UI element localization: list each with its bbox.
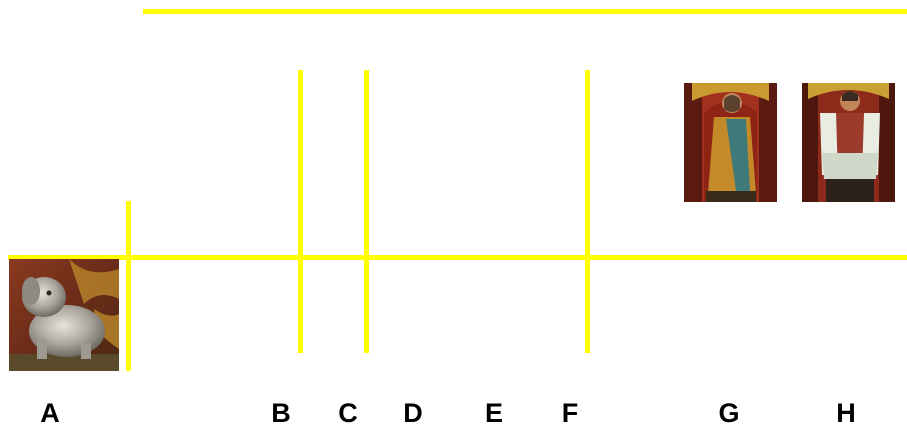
label-g: G <box>709 393 749 433</box>
saint-statue-g-image <box>684 83 777 202</box>
dog-sculpture-image <box>9 259 119 371</box>
label-c: C <box>328 393 368 433</box>
label-f: F <box>550 393 590 433</box>
top-horizontal-line <box>143 9 907 14</box>
label-h: H <box>826 393 866 433</box>
label-a: A <box>30 393 70 433</box>
vertical-marker-c <box>364 70 369 353</box>
label-d: D <box>393 393 433 433</box>
label-b: B <box>261 393 301 433</box>
vertical-marker-f <box>585 70 590 353</box>
main-horizontal-line <box>8 255 907 260</box>
label-e: E <box>474 393 514 433</box>
vertical-marker-b <box>298 70 303 353</box>
saint-statue-h-image <box>802 83 895 202</box>
vertical-marker-a <box>126 201 131 371</box>
